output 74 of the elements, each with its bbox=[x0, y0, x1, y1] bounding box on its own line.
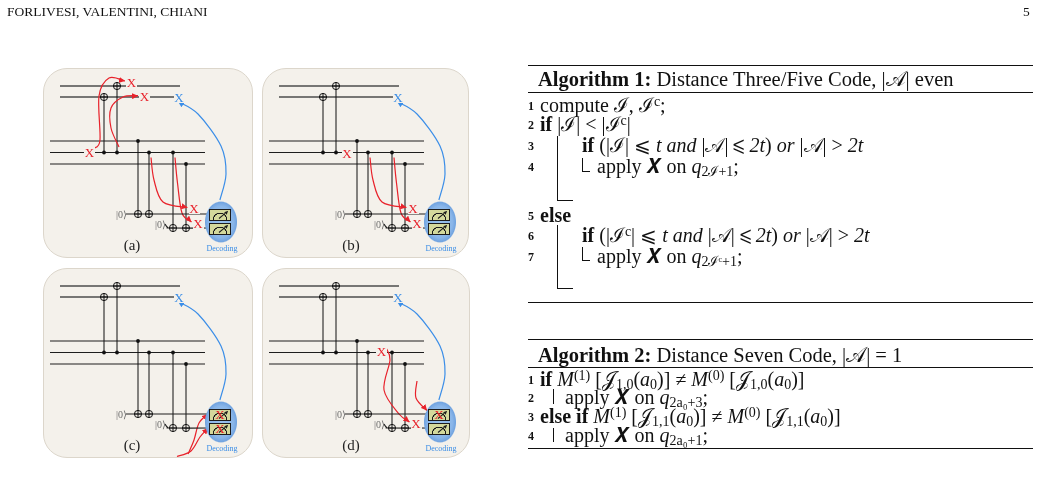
circuit-panel bbox=[43, 68, 253, 258]
ket-zero-label: |0⟩ bbox=[153, 220, 166, 230]
decoding-label: Decoding bbox=[206, 444, 238, 453]
correction-x-label: X bbox=[392, 91, 404, 103]
correction-x-label: X bbox=[392, 291, 404, 303]
ket-zero-label: |0⟩ bbox=[333, 210, 346, 220]
circuit-panel bbox=[262, 68, 469, 258]
curved-arrow bbox=[177, 100, 227, 201]
line-number: 5 bbox=[528, 208, 534, 226]
decoding-label: Decoding bbox=[425, 244, 457, 253]
correction-x-label: X bbox=[173, 291, 185, 303]
ket-zero-label: |0⟩ bbox=[153, 420, 166, 430]
curved-arrow bbox=[393, 156, 412, 223]
error-x-label: X bbox=[84, 147, 95, 159]
algorithm-line: if |ℐ| < |ℐ$^{c}$| bbox=[540, 115, 631, 134]
decoding-label: Decoding bbox=[206, 244, 238, 253]
panel-caption: (c) bbox=[123, 436, 141, 454]
line-number: 6 bbox=[528, 228, 534, 246]
measurement-meter bbox=[428, 209, 450, 221]
ket-zero-label: |0⟩ bbox=[372, 420, 385, 430]
decoding-label: Decoding bbox=[425, 444, 457, 453]
page-number: 5 bbox=[1023, 4, 1030, 19]
ket-zero-label: |0⟩ bbox=[114, 210, 127, 220]
curved-arrow bbox=[109, 92, 139, 148]
algorithm-block bbox=[528, 65, 1033, 303]
curved-arrow bbox=[396, 100, 446, 201]
algorithm-title: Algorithm 1: Distance Three/Five Code, |𝒜| even bbox=[538, 69, 954, 89]
line-number: 1 bbox=[528, 98, 534, 116]
error-x-label: X bbox=[192, 217, 204, 229]
measurement-meter bbox=[428, 423, 450, 435]
curved-arrow bbox=[150, 156, 189, 210]
measurement-meter bbox=[209, 223, 231, 235]
line-number: 2 bbox=[528, 117, 534, 135]
algorithm-line: apply 𝑿 on q$_{2ℐᶜ+1}$; bbox=[597, 246, 743, 266]
correction-x-label: X bbox=[173, 91, 185, 103]
algorithm-block bbox=[528, 339, 1033, 449]
line-number: 3 bbox=[528, 137, 534, 155]
algorithm-line: if (|ℐ$^{c}$| ⩽ t and |𝒜| ⩽ 2t) or |𝒜| > 2t bbox=[582, 226, 870, 246]
error-x-label: X bbox=[341, 148, 353, 159]
line-number: 4 bbox=[528, 427, 534, 445]
curved-arrow bbox=[93, 76, 126, 149]
algorithm-line: else bbox=[540, 206, 572, 226]
error-x-label: X bbox=[139, 91, 150, 103]
page-header: FORLIVESI, VALENTINI, CHIANI bbox=[7, 4, 208, 19]
line-number: 4 bbox=[528, 159, 534, 176]
ket-zero-label: |0⟩ bbox=[372, 220, 385, 230]
error-x-label: X bbox=[126, 76, 137, 88]
ket-zero-label: |0⟩ bbox=[333, 410, 346, 420]
error-x-label: X bbox=[410, 417, 422, 429]
curved-arrow bbox=[396, 300, 446, 401]
ket-zero-label: |0⟩ bbox=[114, 410, 127, 420]
line-number: 7 bbox=[528, 249, 534, 266]
measurement-meter bbox=[209, 209, 231, 221]
algorithm-line: if (|ℐ| ⩽ t and |𝒜| ⩽ 2t) or |𝒜| > 2t bbox=[582, 135, 864, 155]
panel-caption: (d) bbox=[342, 436, 360, 454]
error-x-label: X bbox=[407, 203, 419, 214]
measurement-meter bbox=[428, 223, 450, 235]
algorithm-title: Algorithm 2: Distance Seven Code, |𝒜| = 1 bbox=[538, 345, 903, 365]
error-x-label: X bbox=[376, 345, 387, 357]
panel-caption: (a) bbox=[123, 236, 141, 254]
line-number: 2 bbox=[528, 390, 534, 407]
error-x-label: X bbox=[188, 203, 200, 214]
circuit-panel bbox=[43, 268, 253, 458]
panel-caption: (b) bbox=[342, 236, 360, 254]
curved-arrow bbox=[383, 347, 411, 423]
algorithm-line: apply 𝑿 on q$_{2ℐ+1}$; bbox=[597, 156, 739, 176]
curved-arrow bbox=[177, 300, 227, 401]
line-number: 1 bbox=[528, 371, 534, 389]
error-x-label: X bbox=[411, 217, 423, 229]
circuit-panel bbox=[262, 268, 470, 458]
curved-arrow bbox=[369, 156, 408, 210]
algorithm-line: compute ℐ, ℐ$^{c}$; bbox=[540, 96, 666, 116]
curved-arrow bbox=[174, 156, 193, 223]
line-number: 3 bbox=[528, 409, 534, 426]
